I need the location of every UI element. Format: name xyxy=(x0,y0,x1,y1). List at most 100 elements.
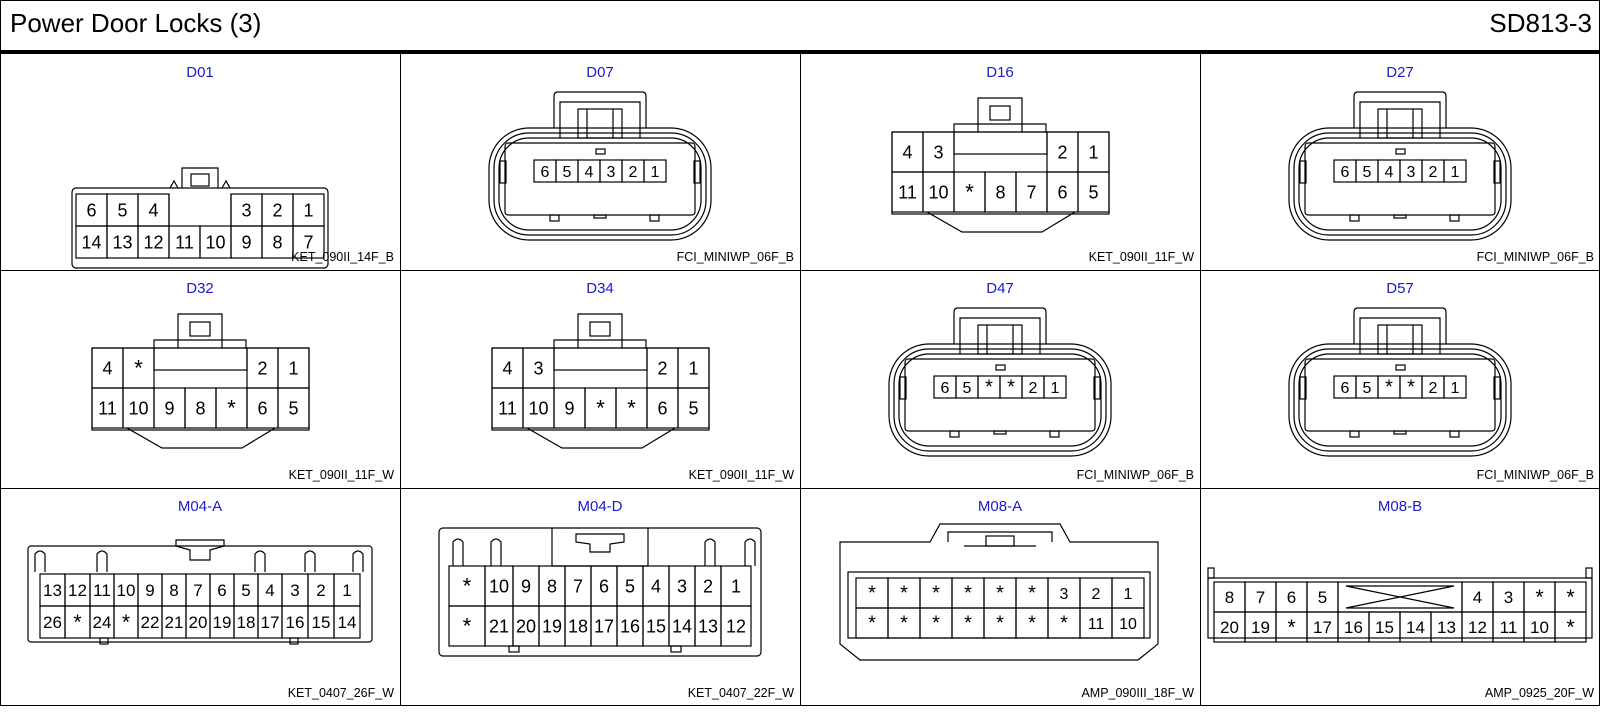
foot xyxy=(289,637,299,645)
housing-seal xyxy=(893,348,1107,452)
foot xyxy=(1349,430,1360,438)
foot xyxy=(593,214,607,219)
pin-number: 5 xyxy=(563,164,572,181)
pin-number: 4 xyxy=(902,142,912,162)
housing-seal xyxy=(498,137,702,231)
side-notch xyxy=(693,160,701,184)
pin-number: 17 xyxy=(594,616,614,636)
center-gap xyxy=(168,194,232,226)
pin-number: 5 xyxy=(241,581,250,600)
latch-window xyxy=(1377,324,1423,355)
housing-seal xyxy=(1293,348,1507,452)
pin-unused: * xyxy=(1385,377,1393,399)
pin-number: 8 xyxy=(169,581,178,600)
pin-number: 2 xyxy=(316,581,325,600)
pin-number: 2 xyxy=(1429,164,1438,181)
connector-type: KET_0407_22F_W xyxy=(687,686,794,700)
pin-number: 14 xyxy=(81,232,101,252)
pin-number: 3 xyxy=(933,142,943,162)
connector-type: AMP_090III_18F_W xyxy=(1081,686,1194,700)
pin-number: 4 xyxy=(102,358,112,378)
pin-number: 1 xyxy=(342,581,351,600)
pin-number: 12 xyxy=(1468,618,1487,637)
lock-frame xyxy=(953,123,1047,132)
lock-frame xyxy=(153,339,247,348)
pin-number: 1 xyxy=(1051,380,1060,397)
connector-id: M08-B xyxy=(1377,498,1423,515)
pin-cell xyxy=(1043,375,1067,399)
pin-number: 6 xyxy=(86,200,96,220)
pin-cell xyxy=(1111,607,1145,639)
pin-number: 10 xyxy=(1119,616,1137,633)
pin-number: 4 xyxy=(502,358,512,378)
pin-unused: * xyxy=(900,583,908,605)
pin-unused: * xyxy=(1566,585,1574,609)
latch xyxy=(1353,307,1447,344)
pin-number: 17 xyxy=(1313,618,1332,637)
lock-frame xyxy=(553,339,647,348)
pin-number: 5 xyxy=(1363,380,1372,397)
pin-number: 6 xyxy=(541,164,550,181)
connector-id: M04-D xyxy=(577,498,623,515)
pin-number: 10 xyxy=(928,182,948,202)
pin-number: 15 xyxy=(646,616,666,636)
side-notch xyxy=(1493,160,1501,184)
pin-number: 18 xyxy=(237,613,256,632)
pin-unused: * xyxy=(627,396,636,421)
pin-number: 6 xyxy=(941,380,950,397)
latch-inner xyxy=(1359,317,1441,354)
pin-number: 10 xyxy=(128,398,148,418)
side-notch xyxy=(1299,160,1307,184)
center-block xyxy=(953,131,1048,155)
pin-number: 1 xyxy=(1451,380,1460,397)
side-notch xyxy=(1093,376,1101,400)
pin-number: 16 xyxy=(286,613,305,632)
pin-number: 7 xyxy=(1256,588,1265,607)
pin-number: 19 xyxy=(1251,618,1270,637)
pin-number: 1 xyxy=(731,576,741,596)
pin-number: 2 xyxy=(629,164,638,181)
pin-number: 8 xyxy=(272,232,282,252)
rib xyxy=(452,538,464,566)
pin-unused: * xyxy=(996,613,1004,635)
pin-unused: * xyxy=(868,613,876,635)
pin-number: 13 xyxy=(1437,618,1456,637)
housing-outer xyxy=(1288,343,1512,457)
rib xyxy=(96,550,108,572)
connector-type: KET_090II_11F_W xyxy=(288,468,394,482)
pin-number: 1 xyxy=(1451,164,1460,181)
pin-number: 5 xyxy=(688,398,698,418)
center-block xyxy=(153,347,248,371)
pin-number: 12 xyxy=(726,616,746,636)
pin-unused: * xyxy=(932,613,940,635)
pin-number: 1 xyxy=(1124,586,1133,603)
pin-number: 5 xyxy=(117,200,127,220)
sheet-code: SD813-3 xyxy=(1489,8,1592,38)
pin-number: 16 xyxy=(1344,618,1363,637)
connector-body xyxy=(27,545,373,643)
pin-unused: * xyxy=(1535,585,1543,609)
pin-number: 20 xyxy=(189,613,208,632)
pin-number: 13 xyxy=(112,232,132,252)
pin-number: 2 xyxy=(703,576,713,596)
pin-number: 5 xyxy=(1318,588,1327,607)
pin-number: 7 xyxy=(573,576,583,596)
side-notch xyxy=(499,160,507,184)
pin-unused: * xyxy=(964,583,972,605)
pin-unused: * xyxy=(932,583,940,605)
pin-number: 8 xyxy=(547,576,557,596)
pin-unused: * xyxy=(463,574,472,599)
pin-number: 5 xyxy=(963,380,972,397)
latch xyxy=(985,535,1015,547)
